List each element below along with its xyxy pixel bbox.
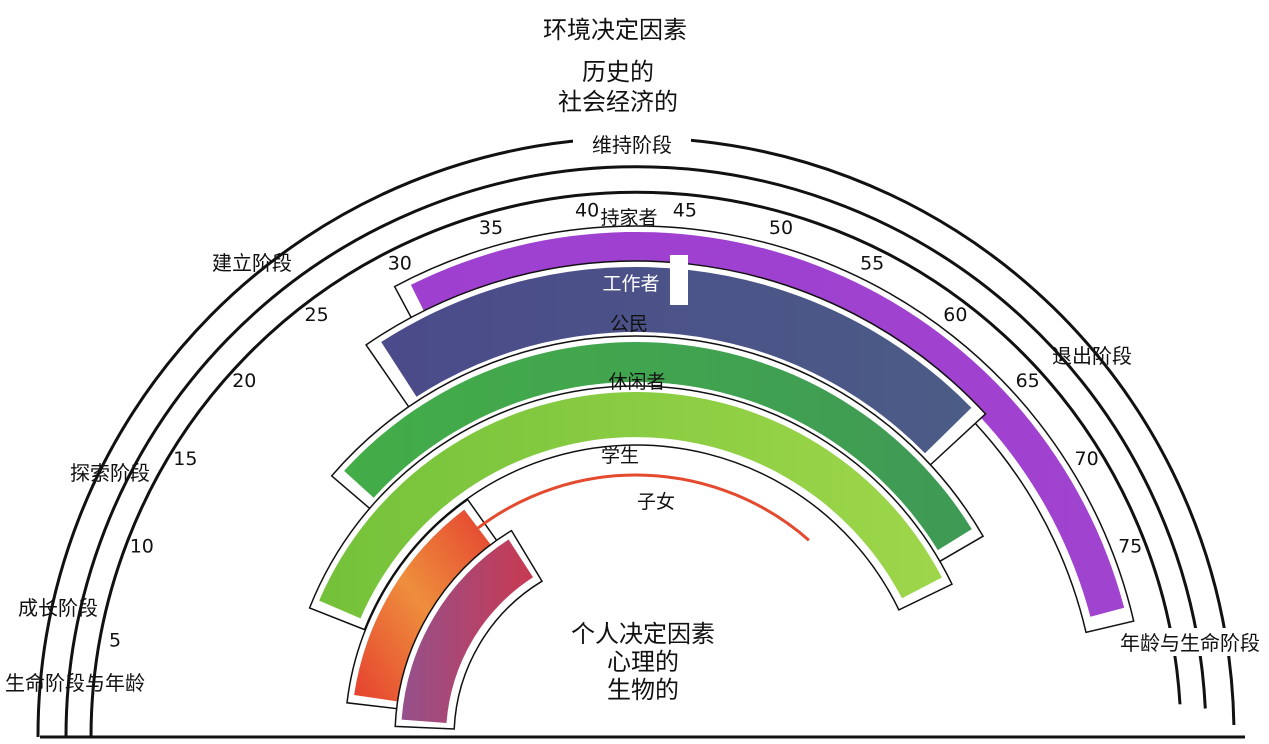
role-label-citizen: 公民 bbox=[610, 313, 648, 335]
stage-maintenance: 维持阶段 bbox=[592, 133, 672, 157]
band-homemaker bbox=[410, 231, 1125, 617]
age-tick-70: 70 bbox=[1075, 448, 1099, 470]
title-top-line2: 历史的 bbox=[582, 58, 654, 86]
stage-exploration: 探索阶段 bbox=[70, 461, 150, 485]
role-label-student: 学生 bbox=[601, 445, 639, 467]
stage-growth: 成长阶段 bbox=[18, 596, 98, 620]
stage-establishment: 建立阶段 bbox=[212, 251, 292, 275]
band-student-extension bbox=[477, 473, 810, 542]
age-tick-60: 60 bbox=[943, 304, 967, 326]
age-tick-35: 35 bbox=[479, 217, 503, 239]
age-tick-50: 50 bbox=[769, 217, 793, 239]
age-tick-55: 55 bbox=[860, 253, 884, 275]
band-child bbox=[401, 539, 533, 723]
band-worker bbox=[381, 266, 972, 454]
stage-arc-2 bbox=[64, 165, 1207, 738]
stage-age-life: 年龄与生命阶段 bbox=[1120, 631, 1260, 655]
title-center-line1: 个人决定因素 bbox=[571, 620, 715, 648]
band-leisurite bbox=[319, 392, 942, 619]
role-bands bbox=[308, 225, 1135, 730]
band-worker-gap bbox=[670, 255, 688, 305]
age-tick-5: 5 bbox=[109, 630, 121, 652]
role-label-homemaker: 持家者 bbox=[600, 207, 657, 229]
age-tick-40: 40 bbox=[575, 199, 599, 221]
age-tick-45: 45 bbox=[673, 199, 697, 221]
role-label-leisurite: 休闲者 bbox=[608, 371, 665, 393]
age-tick-15: 15 bbox=[173, 448, 197, 470]
stage-arc-3 bbox=[89, 190, 1182, 738]
age-tick-65: 65 bbox=[1016, 370, 1040, 392]
title-center-line2: 心理的 bbox=[607, 648, 679, 676]
age-tick-75: 75 bbox=[1118, 536, 1142, 558]
title-top-line1: 环境决定因素 bbox=[543, 16, 687, 44]
title-center-line3: 生物的 bbox=[607, 676, 679, 704]
role-label-worker: 工作者 bbox=[602, 273, 659, 295]
stage-disengagement: 退出阶段 bbox=[1052, 344, 1132, 368]
role-label-child: 子女 bbox=[637, 491, 675, 513]
stage-life-age: 生命阶段与年龄 bbox=[5, 671, 145, 695]
age-ticks: 5101520253035404550556065707580 bbox=[109, 199, 1169, 651]
band-student bbox=[354, 509, 492, 702]
title-top-line3: 社会经济的 bbox=[558, 88, 678, 116]
age-tick-25: 25 bbox=[305, 304, 329, 326]
band-citizen bbox=[344, 342, 972, 551]
age-tick-30: 30 bbox=[388, 253, 412, 275]
age-tick-20: 20 bbox=[232, 370, 256, 392]
age-tick-10: 10 bbox=[130, 536, 154, 558]
